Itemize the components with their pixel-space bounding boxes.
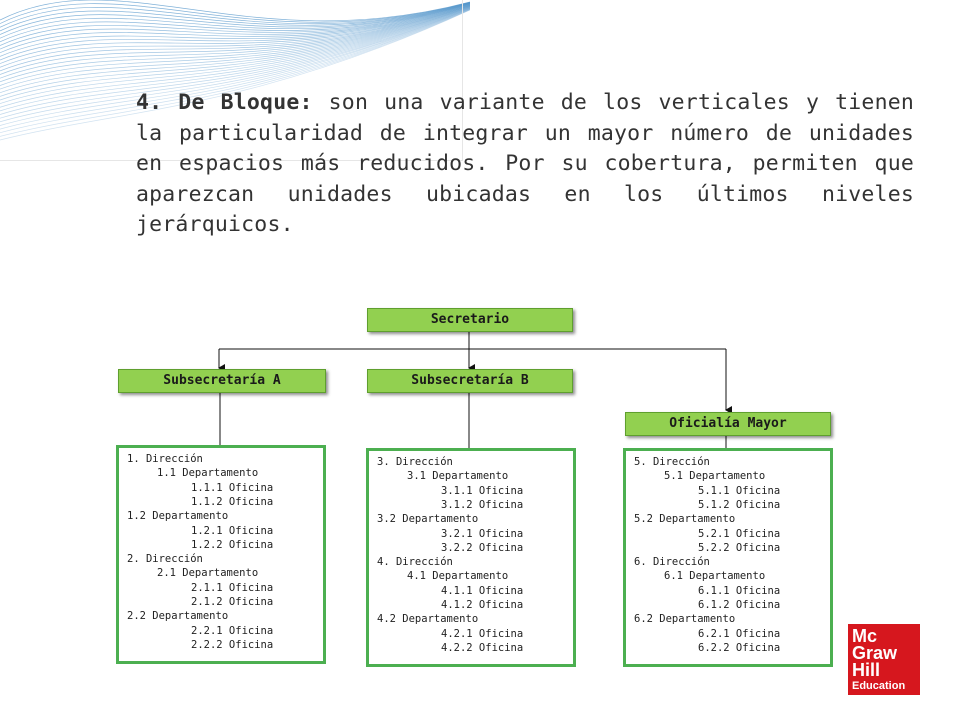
logo-line-2: Graw <box>852 643 898 663</box>
description-paragraph: 4. De Bloque: son una variante de los ve… <box>136 88 914 241</box>
panel-unit-item: 5.2 Departamento <box>634 513 736 526</box>
wave-line <box>0 9 470 141</box>
wave-line <box>0 8 470 119</box>
panel-unit-item: 1.2.1 Oficina <box>191 524 274 537</box>
wave-line <box>0 9 470 137</box>
panel-unit-item: 3. Dirección <box>377 456 453 468</box>
wave-line <box>0 5 470 83</box>
panel-unit-item: 3.1.1 Oficina <box>441 484 524 497</box>
node-secretario: Secretario <box>367 308 573 332</box>
wave-line <box>0 8 470 126</box>
wave-line <box>0 7 470 108</box>
wave-line <box>0 6 470 94</box>
wave-line <box>0 5 470 75</box>
panel-unit-item: 6.1 Departamento <box>664 570 766 583</box>
panel-unit-item: 2.1.2 Oficina <box>191 596 274 608</box>
logo-line-1: Mc <box>852 626 878 646</box>
paragraph-lead: 4. De Bloque: <box>136 90 313 115</box>
wave-line <box>0 1 470 24</box>
mcgraw-hill-education-logo: Mc Graw Hill Education <box>848 624 920 695</box>
panel-unit-item: 5.2.1 Oficina <box>698 527 781 540</box>
panel-unit-item: 1.1.1 Oficina <box>191 481 274 494</box>
panel-unit-item: 1.2.2 Oficina <box>191 538 274 551</box>
panel-unit-item: 6.2.2 Oficina <box>698 641 781 654</box>
panel-unit-item: 6.1.1 Oficina <box>698 584 781 597</box>
panel-unit-item: 4.2 Departamento <box>377 613 479 626</box>
wave-line <box>0 6 470 97</box>
panel-unit-item: 3.2.1 Oficina <box>441 527 524 540</box>
wave-line <box>0 4 470 61</box>
panel-unit-item: 5. Dirección <box>634 456 710 468</box>
panel-unit-item: 3.2.2 Oficina <box>441 541 524 554</box>
decorative-wave-graphic <box>0 0 470 141</box>
panel-unit-item: 4.1.1 Oficina <box>441 584 524 597</box>
panel-unit-item: 4.2.2 Oficina <box>441 641 524 654</box>
panel-unit-item: 6.1.2 Oficina <box>698 599 781 611</box>
wave-line <box>0 2 470 39</box>
panel-unit-item: 3.1 Departamento <box>407 470 509 483</box>
frame-line <box>462 0 463 160</box>
wave-line <box>0 8 470 123</box>
panel-unit-item: 2. Dirección <box>127 553 203 566</box>
panel-unit-item: 1.2 Departamento <box>127 510 229 523</box>
panel-unit-item: 5.1.2 Oficina <box>698 498 781 511</box>
panel-unit-item: 3.2 Departamento <box>377 513 479 526</box>
panel-unit-item: 6.2.1 Oficina <box>698 627 781 640</box>
panel-unit-item: 2.2.2 Oficina <box>191 638 274 651</box>
panel-unit-item: 5.1.1 Oficina <box>698 484 781 497</box>
logo-line-3: Hill <box>852 660 881 680</box>
node-oficialia-mayor: Oficialía Mayor <box>625 412 831 436</box>
wave-line <box>0 6 470 86</box>
wave-line <box>0 6 470 101</box>
wave-line <box>0 3 470 54</box>
panel-unit-item: 2.1.1 Oficina <box>191 581 274 594</box>
wave-line <box>0 7 470 112</box>
wave-line <box>0 8 470 130</box>
wave-line <box>0 0 470 22</box>
node-subsecretaria-b: Subsecretaría B <box>367 369 573 393</box>
wave-line <box>0 9 470 134</box>
wave-line <box>0 6 470 90</box>
panel-unit-item: 2.2 Departamento <box>127 610 229 623</box>
wave-line <box>0 7 470 115</box>
panel-unit-item: 4.2.1 Oficina <box>441 627 524 640</box>
paragraph-body: son una variante de los verticales y tie… <box>136 90 915 237</box>
wave-line <box>0 2 470 28</box>
panel-unit-item: 1. Dirección <box>127 453 203 465</box>
wave-line <box>0 5 470 79</box>
logo-line-4: Education <box>852 680 906 692</box>
wave-line <box>0 2 470 32</box>
wave-line <box>0 2 470 35</box>
wave-line <box>0 3 470 43</box>
wave-line <box>0 4 470 64</box>
panel-unit-item: 2.2.1 Oficina <box>191 624 274 637</box>
wave-line <box>0 3 470 46</box>
wave-line <box>0 7 470 104</box>
wave-line <box>0 4 470 57</box>
panel-unit-item: 4.1.2 Oficina <box>441 599 524 611</box>
wave-line <box>0 5 470 72</box>
panel-unit-item: 4.1 Departamento <box>407 570 509 583</box>
panel-unit-item: 5.1 Departamento <box>664 470 766 483</box>
panel-unit-item: 1.1 Departamento <box>157 467 259 480</box>
wave-line <box>0 3 470 50</box>
panel-unit-item: 3.1.2 Oficina <box>441 498 524 511</box>
node-subsecretaria-a: Subsecretaría A <box>118 369 326 393</box>
panel-unit-item: 2.1 Departamento <box>157 567 259 580</box>
panel-unit-item: 4. Dirección <box>377 556 453 569</box>
panel-unit-item: 5.2.2 Oficina <box>698 541 781 554</box>
frame-line <box>0 160 463 161</box>
panel-unit-item: 6. Dirección <box>634 556 710 569</box>
panel-unit-item: 6.2 Departamento <box>634 613 736 626</box>
panel-unit-item: 1.1.2 Oficina <box>191 495 274 508</box>
wave-line <box>0 4 470 68</box>
